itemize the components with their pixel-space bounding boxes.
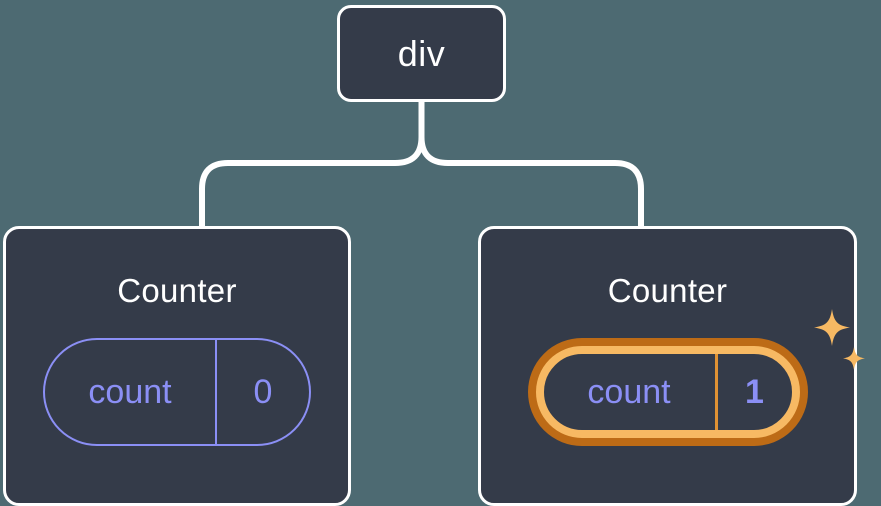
- state-value-right: 1: [714, 354, 792, 430]
- sparkle-large-icon: [813, 309, 850, 346]
- state-pill-right-inner: count 1: [535, 346, 800, 438]
- state-pill-wrapper-right: count 1: [527, 309, 865, 446]
- state-value-left: 0: [215, 340, 309, 444]
- node-div[interactable]: div: [337, 5, 506, 102]
- state-pill-right-highlighted[interactable]: count 1: [527, 338, 808, 446]
- node-counter-left-label: Counter: [117, 272, 237, 309]
- connector-path-left: [199, 98, 425, 231]
- node-counter-right[interactable]: Counter count 1: [478, 226, 865, 506]
- node-counter-right-label: Counter: [607, 272, 728, 309]
- state-pill-left[interactable]: count 0: [43, 338, 311, 446]
- state-pill-wrapper-left: count 0: [43, 338, 311, 446]
- node-div-label: div: [397, 32, 446, 74]
- component-tree-diagram: div Counter count 0 Counter count 1: [3, 5, 865, 506]
- state-key-right: count: [587, 372, 671, 411]
- node-counter-left[interactable]: Counter count 0: [3, 226, 351, 506]
- connector-path-right: [418, 98, 644, 231]
- sparkle-small-icon: [842, 347, 865, 370]
- state-key-left: count: [88, 372, 172, 411]
- sparkle-group: [813, 309, 865, 370]
